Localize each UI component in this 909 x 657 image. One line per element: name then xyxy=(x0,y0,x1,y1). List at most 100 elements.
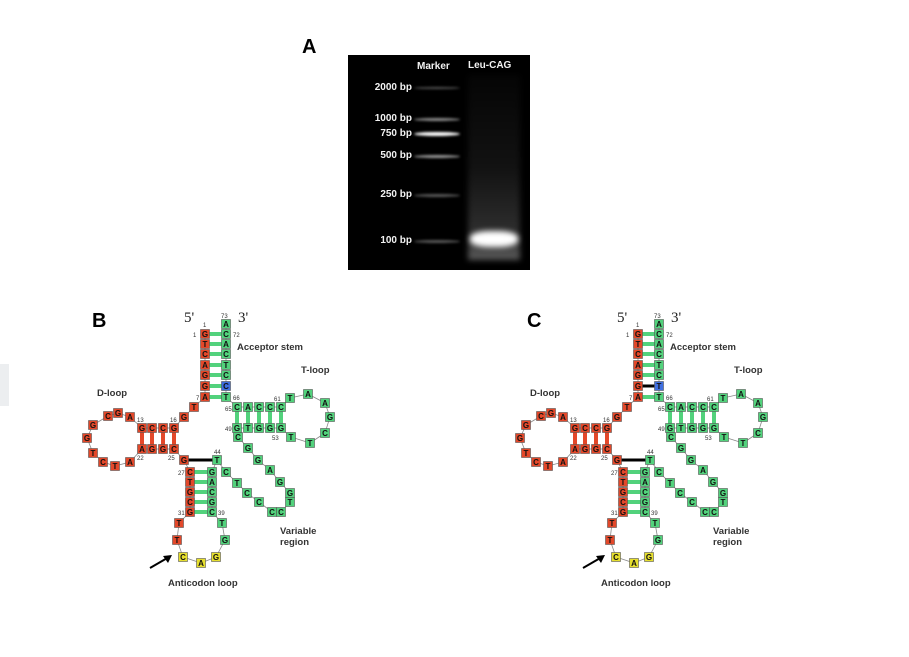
nucleotide: G xyxy=(640,467,650,477)
svg-text:G: G xyxy=(187,508,193,517)
position-number: 7 xyxy=(196,396,200,402)
nucleotide: C xyxy=(531,457,541,467)
svg-text:T: T xyxy=(625,403,630,412)
svg-text:A: A xyxy=(700,466,706,475)
five-prime-label: 5' xyxy=(617,310,628,326)
svg-text:T: T xyxy=(648,456,653,465)
ladder-band xyxy=(414,240,460,243)
position-number: 66 xyxy=(666,396,673,402)
nucleotide: G xyxy=(325,412,335,422)
svg-text:G: G xyxy=(181,456,187,465)
svg-text:T: T xyxy=(679,424,684,433)
nucleotide: A xyxy=(570,444,580,454)
svg-text:C: C xyxy=(755,429,761,438)
svg-text:C: C xyxy=(180,553,186,562)
svg-text:C: C xyxy=(100,458,106,467)
five-prime-label: 5' xyxy=(184,310,195,326)
position-number: 1 xyxy=(203,323,207,329)
nucleotide: C xyxy=(147,423,157,433)
nucleotide: G xyxy=(185,487,195,497)
position-number: 65 xyxy=(658,407,665,413)
svg-text:G: G xyxy=(234,424,240,433)
nucleotide: C xyxy=(666,432,676,442)
t-loop-label: T-loop xyxy=(734,365,763,376)
nucleotide: G xyxy=(285,488,295,498)
nucleotide: C xyxy=(276,507,286,517)
nucleotide: G xyxy=(169,423,179,433)
position-number: 61 xyxy=(707,397,714,403)
svg-text:C: C xyxy=(267,403,273,412)
sample-smear xyxy=(468,75,520,260)
svg-text:C: C xyxy=(700,403,706,412)
svg-text:G: G xyxy=(255,456,261,465)
t-loop-label: T-loop xyxy=(301,365,330,376)
svg-text:C: C xyxy=(223,382,229,391)
nucleotide: G xyxy=(686,455,696,465)
svg-text:C: C xyxy=(656,468,662,477)
nucleotide: G xyxy=(200,370,210,380)
nucleotide: C xyxy=(254,497,264,507)
svg-text:C: C xyxy=(244,489,250,498)
nucleotide: G xyxy=(633,381,643,391)
svg-text:C: C xyxy=(235,433,241,442)
nucleotide: A xyxy=(196,558,206,568)
svg-text:A: A xyxy=(267,466,273,475)
nucleotide: G xyxy=(612,455,622,465)
position-number: 61 xyxy=(274,397,281,403)
svg-text:T: T xyxy=(657,393,662,402)
svg-text:C: C xyxy=(187,468,193,477)
position-number: 73 xyxy=(654,314,661,320)
nucleotide: A xyxy=(200,392,210,402)
svg-text:C: C xyxy=(677,489,683,498)
svg-text:G: G xyxy=(202,330,208,339)
position-number: 1 xyxy=(636,323,640,329)
svg-text:G: G xyxy=(149,445,155,454)
position-number: 44 xyxy=(214,450,221,456)
nucleotide: C xyxy=(267,507,277,517)
nucleotide: G xyxy=(254,423,264,433)
nucleotide: T xyxy=(110,461,120,471)
gel-image: Marker Leu-CAG 2000 bp 1000 bp 750 bp 50… xyxy=(348,55,530,270)
nucleotide: A xyxy=(676,402,686,412)
svg-text:T: T xyxy=(188,478,193,487)
nucleotide: G xyxy=(207,497,217,507)
svg-text:A: A xyxy=(322,399,328,408)
svg-text:T: T xyxy=(657,382,662,391)
nucleotide: A xyxy=(125,457,135,467)
nucleotide: C xyxy=(103,411,113,421)
svg-text:C: C xyxy=(105,412,111,421)
svg-text:C: C xyxy=(668,433,674,442)
nucleotide: A xyxy=(654,339,664,349)
variable-region-label: Variable xyxy=(713,526,749,537)
nucleotide: T xyxy=(243,423,253,433)
anticodon-loop-label: Anticodon loop xyxy=(168,578,238,589)
svg-text:T: T xyxy=(177,519,182,528)
nucleotide: G xyxy=(644,552,654,562)
nucleotide: C xyxy=(276,402,286,412)
nucleotide: G xyxy=(211,552,221,562)
position-number: 25 xyxy=(168,456,175,462)
svg-text:G: G xyxy=(604,424,610,433)
nucleotide: A xyxy=(736,389,746,399)
nucleotide: G xyxy=(633,329,643,339)
nucleotide: C xyxy=(654,329,664,339)
nucleotide: T xyxy=(172,535,182,545)
svg-text:A: A xyxy=(642,478,648,487)
svg-text:C: C xyxy=(711,508,717,517)
svg-text:A: A xyxy=(572,445,578,454)
nucleotide: G xyxy=(207,467,217,477)
svg-text:A: A xyxy=(202,361,208,370)
svg-text:T: T xyxy=(668,479,673,488)
lane-label-marker: Marker xyxy=(417,61,450,72)
svg-text:G: G xyxy=(213,553,219,562)
nucleotide: G xyxy=(698,423,708,433)
nucleotide: T xyxy=(285,393,295,403)
svg-text:C: C xyxy=(642,488,648,497)
svg-text:C: C xyxy=(256,498,262,507)
nucleotide: A xyxy=(265,465,275,475)
nucleotide: T xyxy=(305,438,315,448)
nucleotide: C xyxy=(709,402,719,412)
svg-text:T: T xyxy=(192,403,197,412)
nucleotide: A xyxy=(640,477,650,487)
nucleotide: C xyxy=(675,488,685,498)
